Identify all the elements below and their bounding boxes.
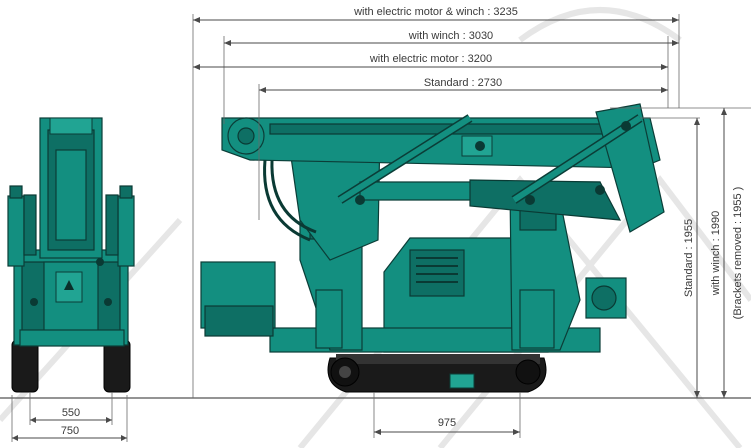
dim-standard-height: Standard : 1955 (683, 219, 695, 297)
engine-grille (416, 257, 458, 283)
front-width-outer-label: 750 (61, 425, 79, 437)
top-dimensions: with electric motor & winch : 3235 with … (192, 6, 680, 398)
dim-standard-length: Standard : 2730 (424, 77, 502, 89)
dim-electric-motor: with electric motor : 3200 (369, 53, 492, 65)
front-view-machine (7, 117, 135, 393)
dim-winch: with winch : 3030 (408, 30, 493, 42)
side-view-machine (200, 103, 665, 393)
front-width-inner-label: 550 (62, 407, 80, 419)
dim-track-length: 975 (438, 417, 456, 429)
dim-electric-motor-winch: with electric motor & winch : 3235 (353, 6, 518, 18)
dim-brackets-removed: (Brackets removed : 1955 ) (732, 187, 744, 320)
dim-winch-height: with winch : 1990 (710, 211, 722, 296)
vertical-dimensions: Standard : 1955 with winch : 1990 (Brack… (610, 107, 751, 398)
front-width-dimensions: 550 750 (11, 392, 128, 442)
track-length-dimension: 975 (373, 392, 521, 438)
